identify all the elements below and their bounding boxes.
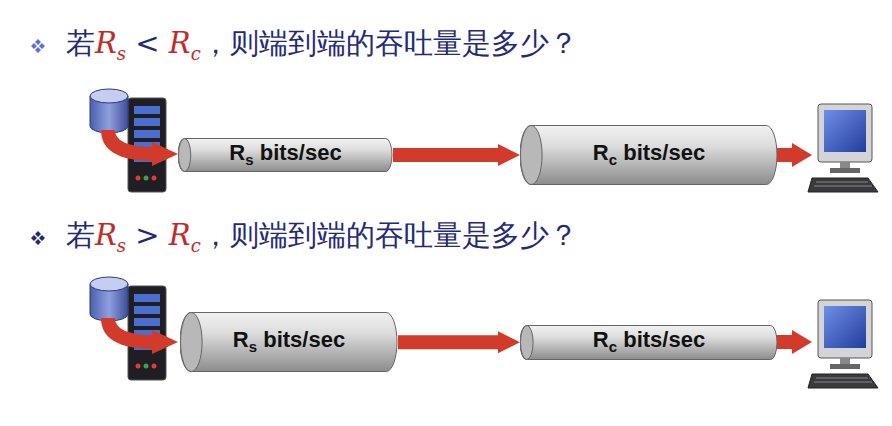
- server-icon: [90, 89, 178, 192]
- link-pipe: Rs bits/sec: [180, 312, 398, 372]
- computer-icon: [808, 104, 878, 192]
- rate-label: Rs bits/sec: [233, 329, 345, 355]
- question-text: 若Rs < Rc，则端到端的吞吐量是多少？: [66, 26, 578, 64]
- bullet: [31, 39, 45, 53]
- flow-arrow: [393, 148, 498, 162]
- exit-arrow: [792, 330, 812, 354]
- exit-arrow: [776, 148, 794, 162]
- flow-arrow: [398, 335, 498, 349]
- question-text: 若Rs > Rc，则端到端的吞吐量是多少？: [66, 218, 578, 256]
- rate-label: Rc bits/sec: [593, 329, 705, 355]
- server-icon: [90, 277, 178, 380]
- computer-icon: [808, 300, 878, 388]
- link-pipe: Rc bits/sec: [520, 325, 778, 360]
- exit-arrow: [776, 335, 794, 349]
- link-pipe: Rs bits/sec: [178, 138, 393, 172]
- bullet: [31, 231, 45, 245]
- rate-label: Rc bits/sec: [593, 142, 705, 168]
- exit-arrow: [792, 143, 812, 167]
- link-pipe: Rc bits/sec: [520, 125, 778, 185]
- rate-label: Rs bits/sec: [229, 142, 341, 168]
